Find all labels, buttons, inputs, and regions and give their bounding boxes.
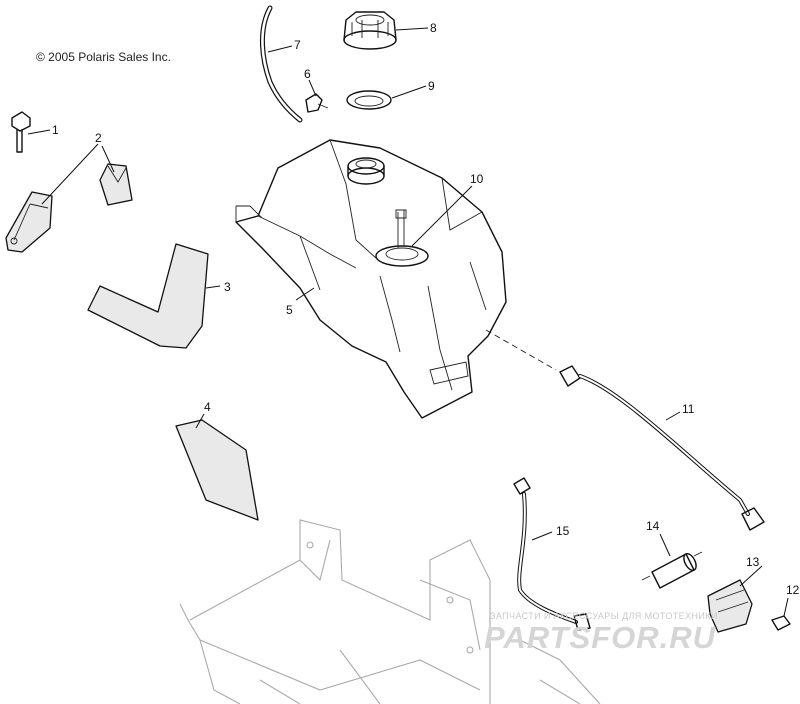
vehicle-frame	[179, 519, 601, 704]
callout-15: 15	[556, 524, 570, 538]
callout-11: 11	[682, 402, 695, 416]
part-11-fuel-line	[485, 329, 765, 531]
callout-3: 3	[224, 280, 231, 294]
callout-5: 5	[286, 303, 293, 317]
callout-12: 12	[786, 583, 800, 597]
part-2-bracket-left	[5, 191, 53, 253]
part-2-bracket-right	[99, 163, 133, 206]
part-15-fuel-line	[513, 477, 591, 631]
part-10-fuel-pump	[375, 209, 429, 267]
part-7-vent-hose	[259, 5, 303, 123]
callout-7: 7	[294, 38, 301, 52]
watermark-logo: PARTSFOR.RU	[484, 620, 717, 655]
part-4-pad	[175, 419, 259, 521]
callout-2: 2	[95, 131, 102, 145]
callout-10: 10	[470, 172, 484, 186]
part-1-bolt	[11, 111, 31, 153]
callout-8: 8	[430, 21, 437, 35]
callout-14: 14	[646, 519, 660, 533]
leader-lines	[27, 27, 789, 617]
copyright-notice: © 2005 Polaris Sales Inc.	[36, 50, 171, 64]
watermark-tagline: ЗАПЧАСТИ И АКСЕССУАРЫ ДЛЯ МОТОТЕХНИКИ	[490, 611, 718, 621]
part-3-pad	[87, 243, 209, 349]
part-6-clamp	[305, 93, 329, 113]
part-8-fuel-cap	[343, 11, 397, 50]
part-5-fuel-tank	[235, 139, 507, 419]
callout-13: 13	[746, 555, 760, 569]
part-9-gasket	[346, 90, 392, 110]
part-13-bracket	[707, 579, 753, 633]
part-12-screw	[771, 615, 791, 631]
callout-6: 6	[304, 67, 311, 81]
callout-9: 9	[428, 79, 435, 93]
callout-1: 1	[52, 123, 59, 137]
part-14-fuel-filter	[641, 551, 703, 589]
callout-4: 4	[204, 400, 211, 414]
